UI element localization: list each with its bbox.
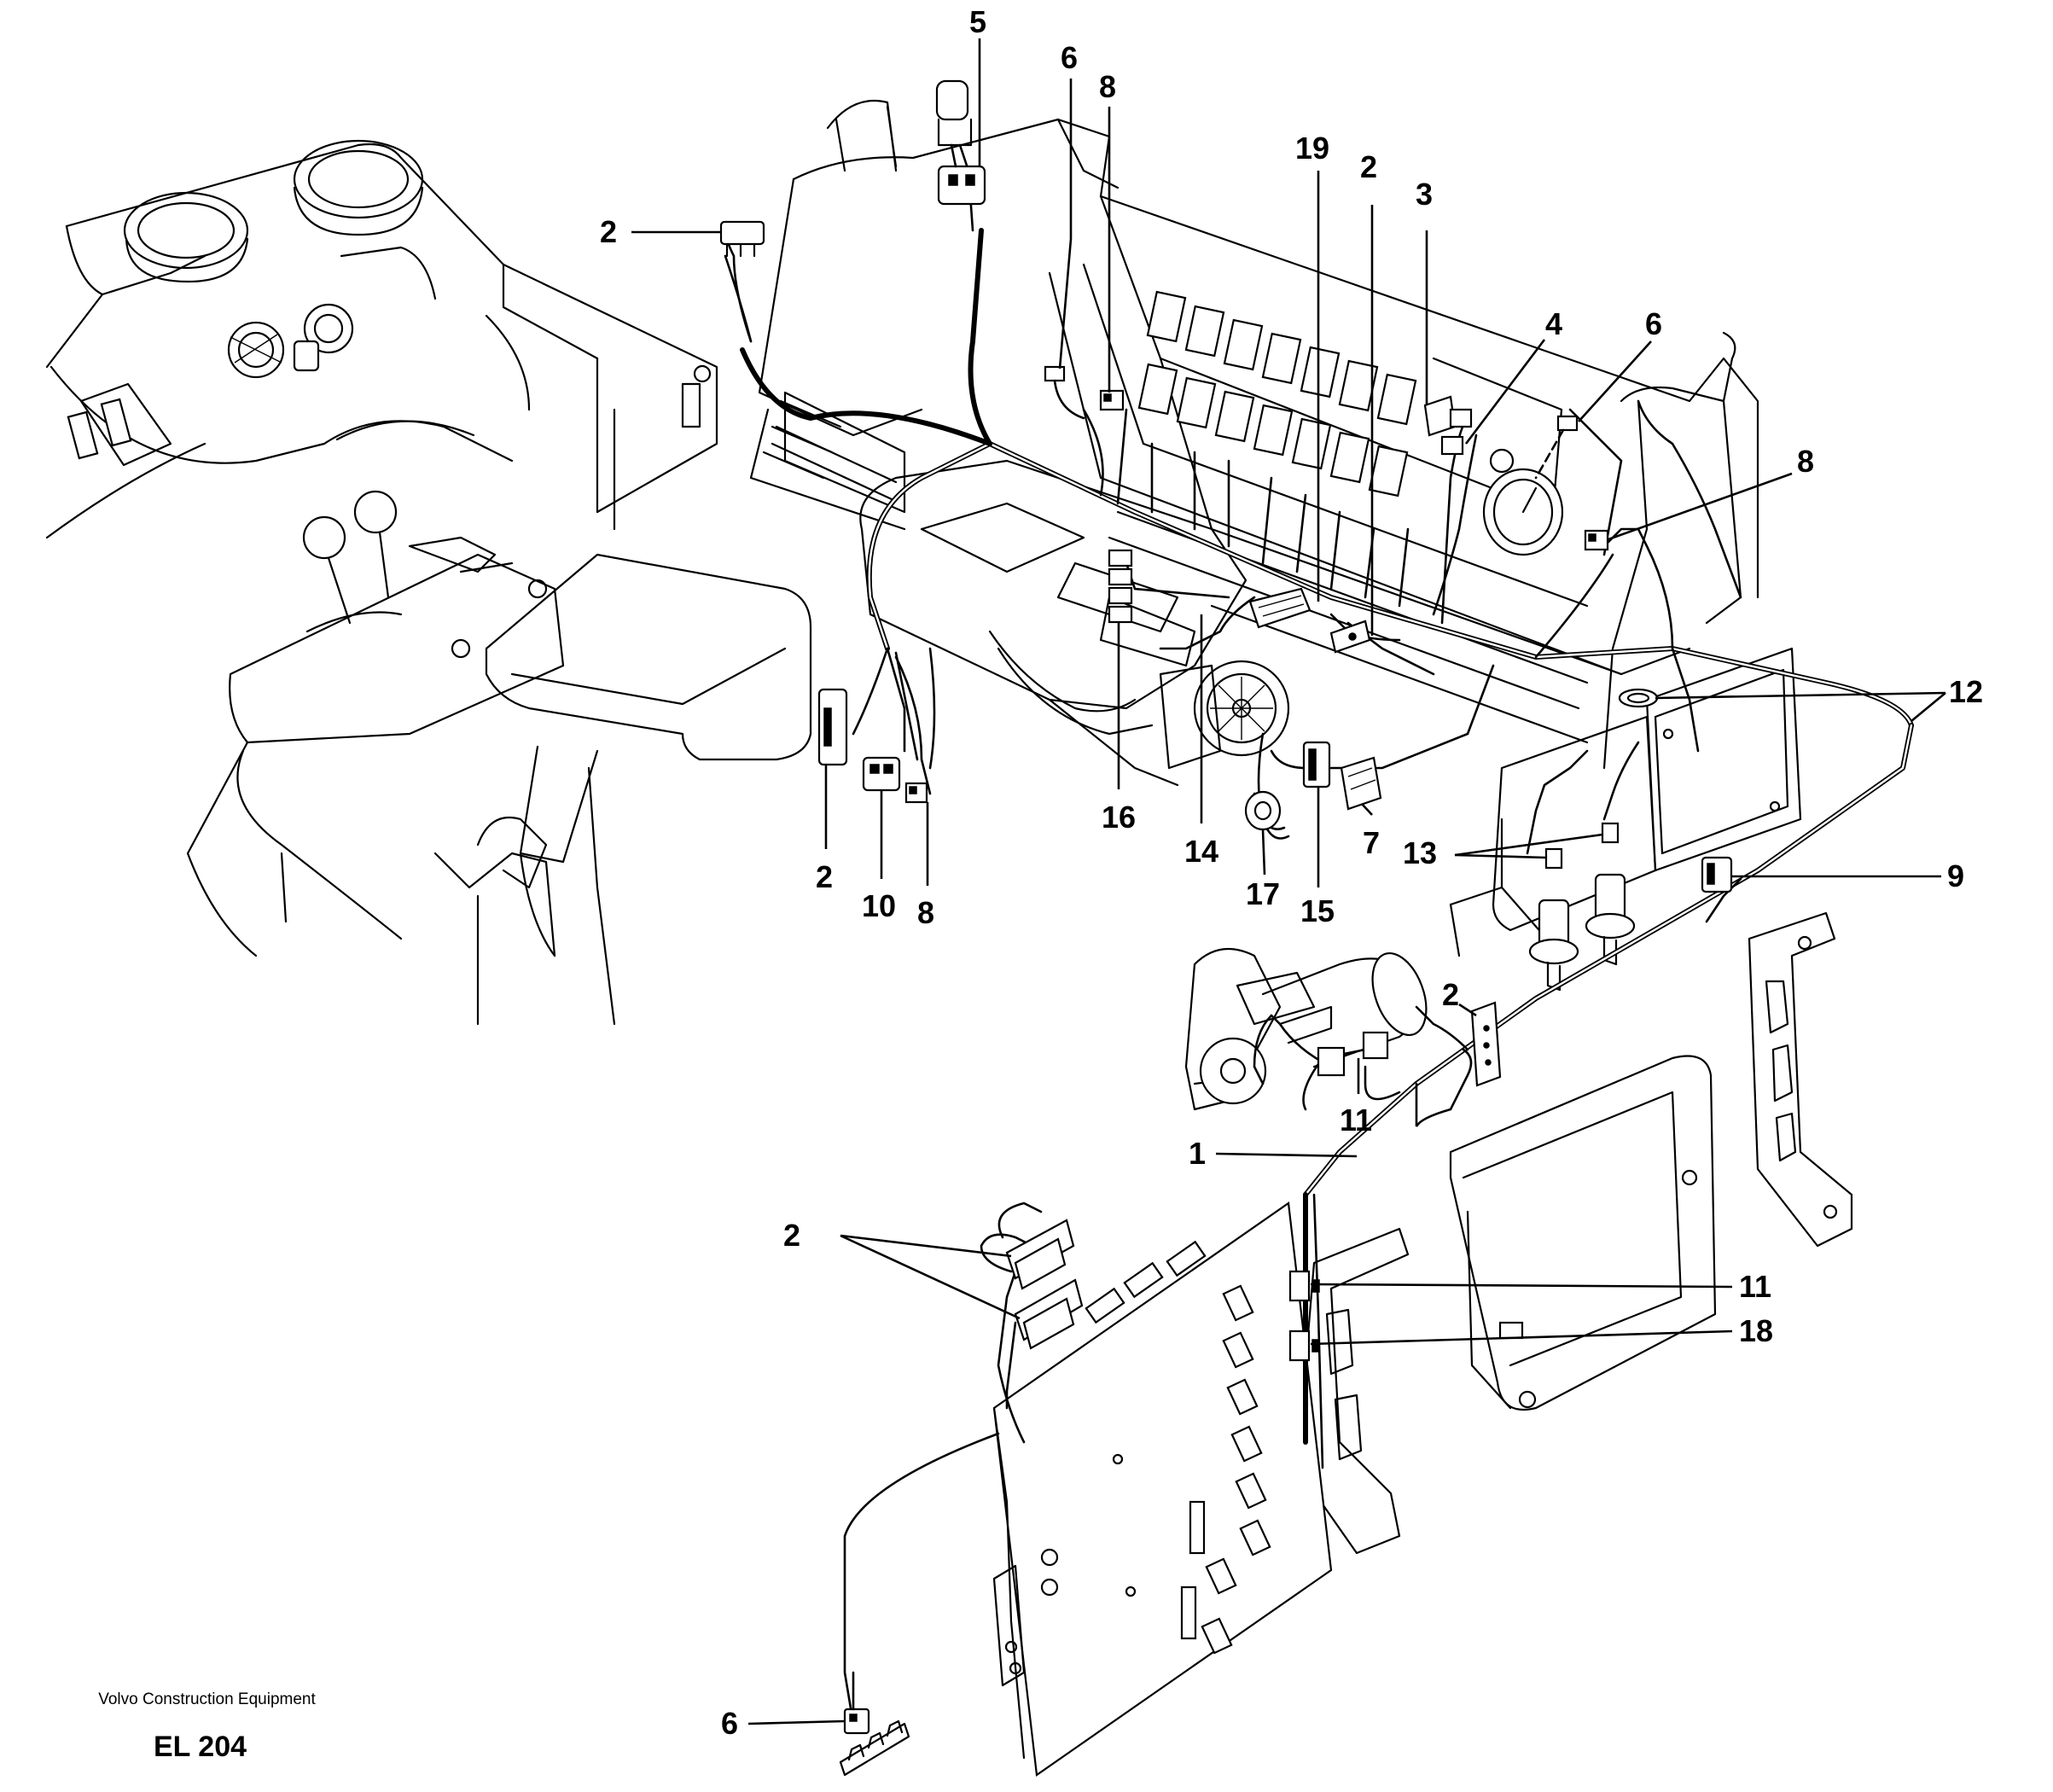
connector-5 [935, 79, 986, 206]
connector-7 [1340, 756, 1382, 811]
mounting-bracket-right [1748, 911, 1853, 1248]
control-levers [229, 490, 565, 744]
connector-15 [1302, 741, 1331, 788]
ignition-switch [227, 303, 354, 379]
connector-6-right [1534, 415, 1579, 480]
callout-4: 4 [1545, 306, 1562, 341]
connector-10 [862, 756, 901, 792]
callout-11: 11 [1739, 1269, 1771, 1304]
callout-2: 2 [1360, 149, 1377, 184]
callout-6: 6 [1061, 40, 1078, 75]
control-unit-lower [1449, 1055, 1717, 1411]
callout-8: 8 [1099, 69, 1116, 104]
callout-14: 14 [1184, 834, 1218, 869]
grommet-17 [1244, 790, 1282, 831]
callout-6: 6 [721, 1706, 738, 1741]
connector-4 [1440, 408, 1473, 456]
leader-lines [631, 38, 1946, 1725]
callout-8: 8 [1797, 444, 1814, 479]
connector-6-bottom [843, 1671, 870, 1735]
connector-8-right [1584, 529, 1609, 551]
gauge-right [293, 139, 424, 236]
sensor-pair [1528, 822, 1636, 992]
dashboard-console [45, 143, 718, 539]
seat-base [186, 741, 616, 1026]
callout-2: 2 [816, 859, 833, 894]
blower-fan [1159, 660, 1290, 770]
connector-2-left-harness [817, 688, 848, 766]
connector-2-top-left [719, 220, 765, 343]
switch-panel [1048, 195, 1691, 744]
figure-code: EL 204 [154, 1731, 247, 1763]
callout-10: 10 [862, 888, 896, 923]
callout-13: 13 [1403, 835, 1437, 870]
callout-labels: 5 6 8 19 2 3 2 4 6 8 12 2 10 8 16 14 17 … [600, 4, 1983, 1741]
connector-6-panel [1044, 365, 1085, 420]
callout-6: 6 [1645, 306, 1662, 341]
callout-9: 9 [1947, 858, 1964, 893]
callout-1: 1 [1189, 1136, 1206, 1171]
callout-5: 5 [969, 4, 986, 39]
panel-gauge [1482, 448, 1564, 556]
callout-2: 2 [1442, 977, 1459, 1012]
wiper-motor [1184, 947, 1428, 1111]
grommet-12 [1618, 688, 1659, 708]
circuit-board [992, 1201, 1333, 1777]
rocker-switch-row-bottom [1137, 363, 1409, 497]
connector-8-left-harness [904, 782, 928, 804]
harness-main [740, 228, 1914, 1445]
callout-8: 8 [917, 895, 934, 930]
connector-2-panel [1329, 620, 1371, 654]
armrest [485, 553, 812, 957]
panel-left-plate [771, 391, 906, 514]
callout-18: 18 [1739, 1313, 1773, 1348]
callout-16: 16 [1102, 800, 1136, 835]
callout-3: 3 [1416, 177, 1433, 212]
heater-box [859, 459, 1248, 787]
gauge-left [123, 191, 249, 283]
callout-17: 17 [1246, 876, 1280, 911]
company-caption: Volvo Construction Equipment [98, 1690, 316, 1708]
connectors-2-board [1005, 1219, 1084, 1350]
callout-7: 7 [1363, 825, 1380, 860]
connectors-16 [1108, 549, 1133, 624]
edge-connector-strip [839, 1719, 910, 1777]
callout-11: 11 [1340, 1103, 1372, 1137]
connector-8-panel [1099, 389, 1125, 411]
connector-11-wiper [1317, 1031, 1389, 1077]
connector-9 [1701, 856, 1733, 893]
callout-2: 2 [783, 1218, 800, 1253]
callout-15: 15 [1300, 893, 1335, 928]
mounting-bracket-left [1295, 1227, 1410, 1555]
connector-19 [1248, 587, 1311, 629]
rocker-switch-row-top [1146, 290, 1417, 426]
connectors-11-18-board [1288, 1270, 1320, 1362]
panel-back-cover [749, 99, 1759, 599]
connector-2-lower [1470, 1001, 1502, 1087]
right-column-panel [1602, 331, 1742, 770]
callout-19: 19 [1295, 131, 1329, 166]
callout-2: 2 [600, 214, 617, 249]
callout-12: 12 [1949, 674, 1983, 709]
